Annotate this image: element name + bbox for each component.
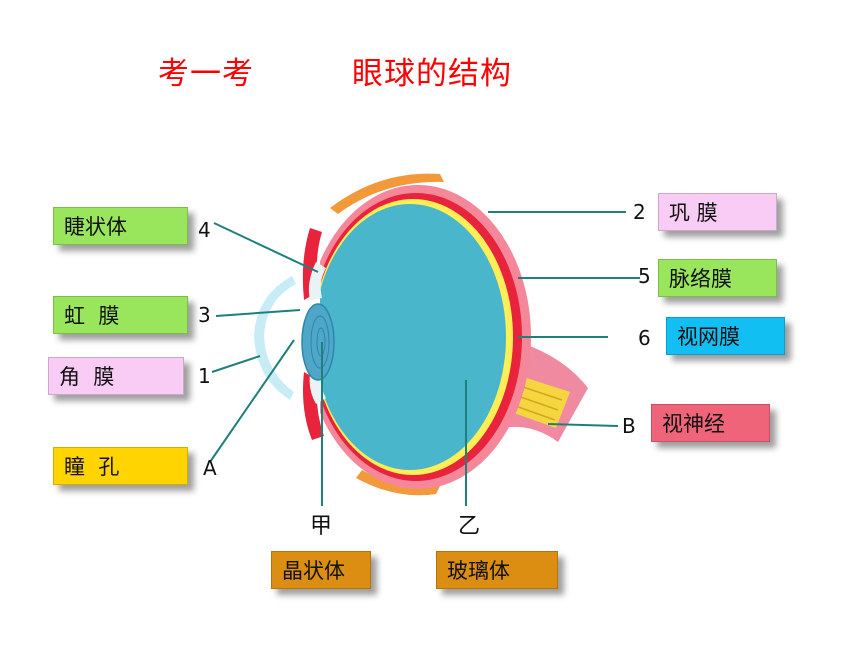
- label-cornea: 角 膜: [48, 357, 184, 395]
- ciliary-lower: [303, 372, 324, 440]
- vitreous-body: [314, 204, 506, 470]
- leader-B: [547, 423, 619, 427]
- leader-A: [209, 339, 295, 463]
- label-vitreous-body: 玻璃体: [436, 551, 558, 589]
- label-optic-nerve: 视神经: [651, 404, 770, 442]
- title-quiz: 考一考: [158, 56, 254, 92]
- marker-jia: 甲: [310, 514, 333, 539]
- leader-4: [213, 222, 319, 273]
- marker-6: 6: [638, 326, 651, 350]
- marker-yi: 乙: [458, 514, 481, 539]
- marker-B: B: [622, 414, 636, 438]
- label-choroid: 脉络膜: [658, 259, 777, 297]
- label-retina: 视网膜: [666, 317, 785, 355]
- cornea-shape: [254, 276, 296, 400]
- marker-A: A: [203, 456, 217, 480]
- leader-3: [215, 309, 301, 317]
- label-pupil: 瞳 孔: [53, 447, 188, 485]
- marker-1: 1: [198, 364, 211, 388]
- marker-4: 4: [198, 218, 211, 242]
- upper-muscle: [330, 173, 444, 214]
- marker-3: 3: [198, 303, 211, 327]
- ciliary-fibers-top: [308, 262, 326, 300]
- ciliary-upper: [302, 228, 322, 300]
- label-ciliary-body: 睫状体: [53, 207, 188, 245]
- label-sclera: 巩 膜: [658, 193, 777, 231]
- leader-1: [211, 355, 261, 373]
- marker-2: 2: [633, 200, 646, 224]
- label-lens: 晶状体: [271, 551, 371, 589]
- title-eye-structure: 眼球的结构: [352, 56, 512, 92]
- label-iris: 虹 膜: [53, 296, 188, 334]
- marker-5: 5: [638, 264, 651, 288]
